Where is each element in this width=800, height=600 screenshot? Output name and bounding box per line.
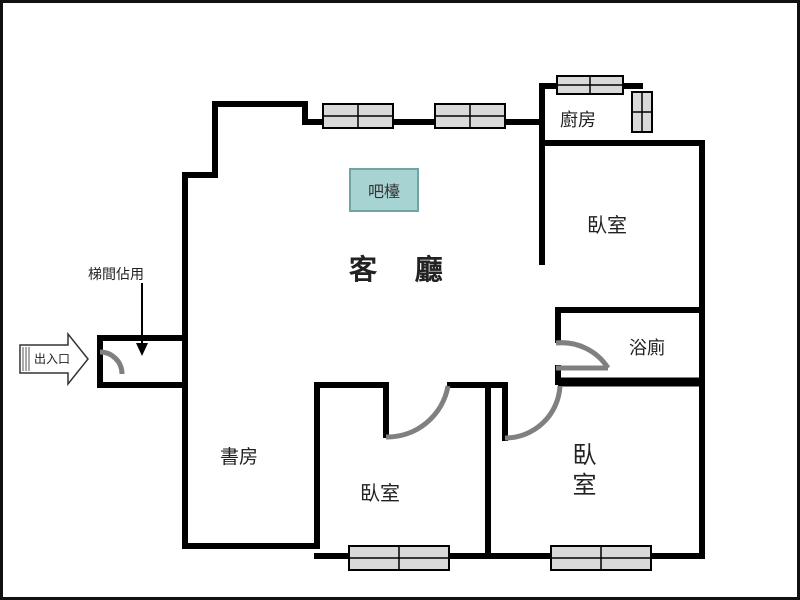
- kitchen-label: 廚房: [560, 110, 596, 131]
- window-bottom-1: [348, 545, 450, 571]
- window-kitchen-top: [556, 75, 624, 95]
- window-top-2: [434, 103, 506, 129]
- bedroom-southeast-label: 臥室: [568, 442, 596, 502]
- wall-bath-top: [555, 307, 705, 343]
- entrance-arrow: [19, 331, 89, 387]
- wall-bedroom-se-west: [485, 382, 508, 441]
- window-bottom-2: [550, 545, 652, 571]
- stair-note-label: 梯間佔用: [88, 267, 144, 283]
- wall-bedroom-south: [314, 382, 389, 549]
- bedroom-south-door: [385, 385, 451, 440]
- study-label: 書房: [220, 446, 259, 468]
- bar-label: 吧檯: [367, 182, 400, 201]
- wall-east: [539, 140, 705, 559]
- bar-counter: 吧檯: [349, 168, 419, 212]
- stair-pointer-arrow: [136, 283, 148, 356]
- bath-label: 浴廁: [629, 338, 665, 359]
- living-room-label: 客 廳: [349, 253, 457, 286]
- bath-door: [555, 340, 611, 370]
- window-top-1: [322, 103, 394, 129]
- bedroom-se-door: [504, 385, 563, 441]
- walls: [97, 83, 705, 559]
- doors: [99, 340, 611, 441]
- window-kitchen-side: [631, 91, 653, 133]
- bedroom-east-label: 臥室: [587, 213, 627, 237]
- windows: [322, 75, 653, 571]
- wall-west: [182, 101, 320, 549]
- wall-top: [212, 101, 545, 125]
- bedroom-south-label: 臥室: [360, 481, 400, 505]
- wall-bedroom-divider: [447, 382, 491, 559]
- entrance-door: [99, 349, 125, 375]
- entrance-label: 出入口: [34, 352, 71, 366]
